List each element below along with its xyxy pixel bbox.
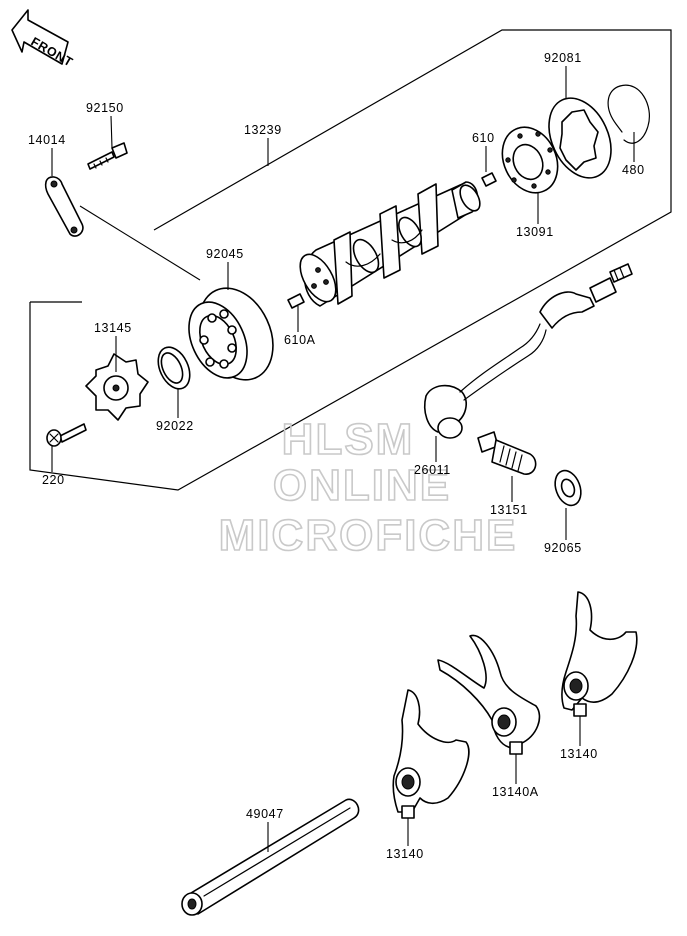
link-plate-14014[interactable]: [44, 176, 84, 237]
watermark-line2: ONLINE: [273, 461, 451, 510]
label-49047[interactable]: 49047: [246, 807, 284, 821]
label-13140-right[interactable]: 13140: [560, 747, 598, 761]
assembly-frame: [29, 29, 672, 491]
neutral-switch-26011[interactable]: [423, 263, 633, 439]
shaft-49047[interactable]: [181, 798, 360, 916]
front-arrow-icon: FRONT: [11, 9, 75, 70]
label-13140A[interactable]: 13140A: [492, 785, 539, 799]
gear-ring-92081[interactable]: [537, 88, 623, 188]
shift-fork-13140-right[interactable]: [561, 591, 638, 717]
label-13091[interactable]: 13091: [516, 225, 554, 239]
label-14014[interactable]: 14014: [28, 133, 66, 147]
ring-92022[interactable]: [152, 342, 196, 394]
bearing-92045[interactable]: [178, 276, 288, 392]
label-92065[interactable]: 92065: [544, 541, 582, 555]
shift-drum-13239[interactable]: [293, 181, 484, 308]
label-92150[interactable]: 92150: [86, 101, 124, 115]
star-plate-13145[interactable]: [85, 353, 149, 421]
part-labels: 92150 14014 13239 92081 610 480 13091 92…: [28, 51, 645, 861]
shift-fork-13140-left[interactable]: [392, 689, 470, 819]
label-92022[interactable]: 92022: [156, 419, 194, 433]
screw-220[interactable]: [46, 423, 87, 447]
label-92045[interactable]: 92045: [206, 247, 244, 261]
label-13140-left[interactable]: 13140: [386, 847, 424, 861]
label-610A[interactable]: 610A: [284, 333, 316, 347]
label-13145[interactable]: 13145: [94, 321, 132, 335]
pin-610A[interactable]: [287, 293, 305, 309]
label-13239[interactable]: 13239: [244, 123, 282, 137]
label-92081[interactable]: 92081: [544, 51, 582, 65]
washer-92065[interactable]: [551, 467, 586, 509]
spring-pin-13151[interactable]: [477, 431, 537, 475]
label-26011[interactable]: 26011: [414, 463, 451, 477]
watermark-line1: HLSM: [282, 415, 415, 464]
pin-610[interactable]: [481, 172, 497, 187]
label-220[interactable]: 220: [42, 473, 65, 487]
leader-lines: [51, 66, 635, 852]
circlip-480[interactable]: [607, 84, 650, 144]
shift-fork-13140A[interactable]: [437, 634, 541, 755]
label-480[interactable]: 480: [622, 163, 645, 177]
label-13151[interactable]: 13151: [490, 503, 528, 517]
label-610[interactable]: 610: [472, 131, 495, 145]
bolt-92150[interactable]: [87, 142, 128, 170]
watermark-line3: MICROFICHE: [219, 511, 518, 560]
watermark: HLSM ONLINE MICROFICHE: [218, 414, 518, 561]
pin-plate-13091[interactable]: [492, 118, 568, 202]
